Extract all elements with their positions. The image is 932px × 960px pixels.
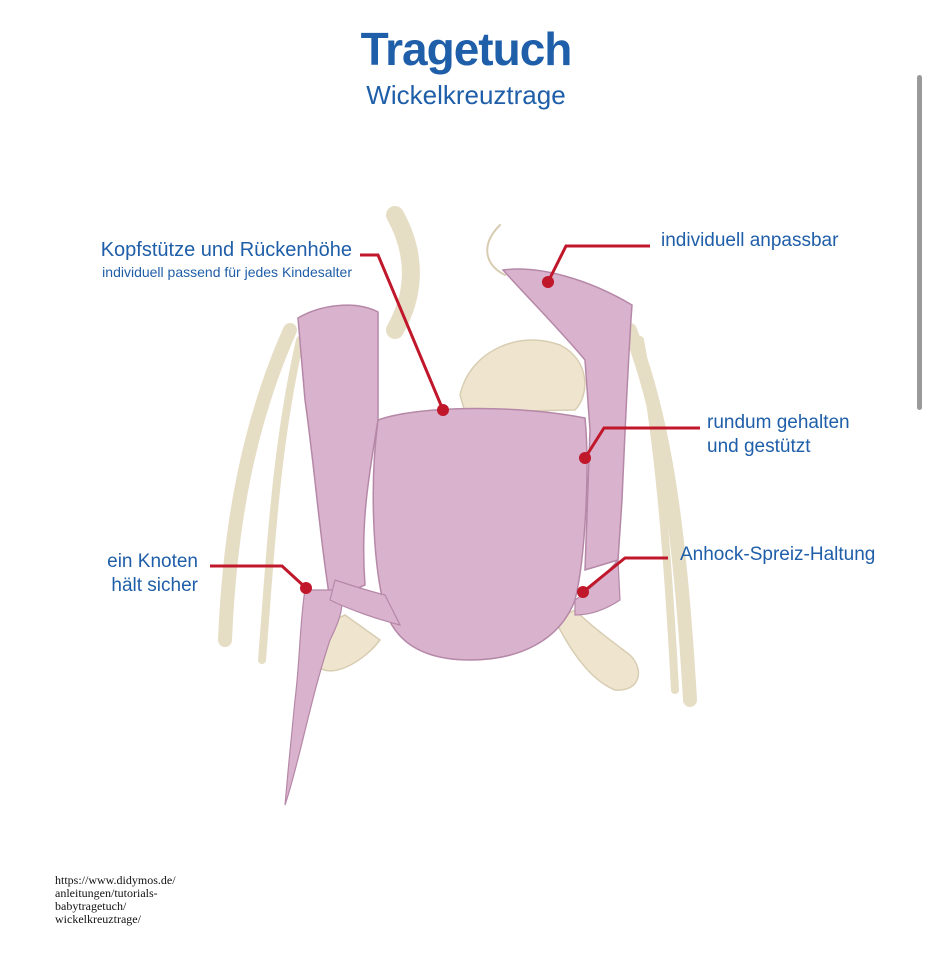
callout-line-adjustable xyxy=(546,244,650,283)
callout-line-held xyxy=(583,426,700,459)
wrap-right-strap xyxy=(501,268,633,572)
page-subtitle: Wickelkreuztrage xyxy=(366,80,566,110)
hair-strands xyxy=(218,206,697,707)
callout-dot-posture xyxy=(577,586,589,598)
callout-adjustable: individuell anpassbar xyxy=(661,230,839,251)
callout-line-head-support xyxy=(360,253,445,411)
callout-head-support-main: Kopfstütze und Rückenhöhe xyxy=(100,239,352,261)
callout-dot-held xyxy=(579,452,591,464)
scrollbar[interactable] xyxy=(917,75,922,410)
callout-dots xyxy=(300,276,591,598)
callout-held: rundum gehalten und gestützt xyxy=(707,412,850,457)
baby-right-leg xyxy=(553,609,640,691)
callout-line-posture xyxy=(582,556,668,594)
callout-head-support: Kopfstütze und Rückenhöhe individuell pa… xyxy=(30,238,352,281)
callout-dot-knot xyxy=(300,582,312,594)
callout-dot-head-support xyxy=(437,404,449,416)
callout-dot-adjustable xyxy=(542,276,554,288)
callout-head-support-detail: individuell passend für jedes Kindesalte… xyxy=(102,264,352,280)
wrap-tail xyxy=(284,589,343,806)
source-url: https://www.didymos.de/ anleitungen/tuto… xyxy=(55,873,176,926)
callout-posture: Anhock-Spreiz-Haltung xyxy=(680,544,876,565)
callout-lines xyxy=(210,244,700,594)
wrap-back-panel xyxy=(372,407,588,661)
wrap-cross-band xyxy=(329,558,621,626)
wrap-left-strap xyxy=(297,304,379,602)
callout-knot: ein Knoten hält sicher xyxy=(107,551,198,596)
baby-head xyxy=(459,339,586,413)
page-title: Tragetuch xyxy=(360,23,573,75)
callout-line-knot xyxy=(210,564,308,590)
